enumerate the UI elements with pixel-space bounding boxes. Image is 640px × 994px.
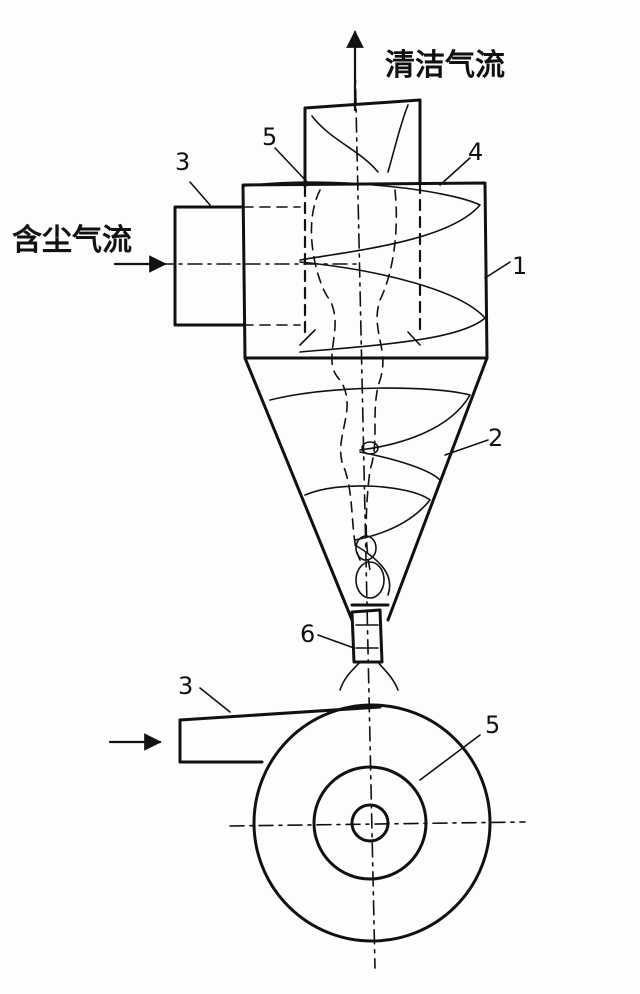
part-number-3: 3 bbox=[175, 148, 190, 176]
part-number-5-plan: 5 bbox=[485, 711, 500, 739]
clean-airflow-label: 清洁气流 bbox=[385, 48, 505, 83]
dusty-airflow-label: 含尘气流 bbox=[12, 223, 132, 258]
part-number-2: 2 bbox=[488, 424, 503, 452]
plan-view bbox=[178, 703, 526, 943]
vortex-flow-lines bbox=[244, 181, 486, 599]
leader-lines bbox=[189, 147, 511, 781]
cone-body bbox=[243, 356, 489, 622]
part-number-1: 1 bbox=[512, 252, 527, 280]
part-number-4: 4 bbox=[468, 138, 483, 166]
part-number-3-plan: 3 bbox=[178, 672, 193, 700]
part-number-5: 5 bbox=[262, 123, 277, 151]
inlet-duct bbox=[129, 205, 361, 327]
dust-outlet bbox=[339, 608, 399, 691]
outlet-pipe bbox=[303, 98, 422, 334]
part-number-6: 6 bbox=[300, 620, 315, 648]
vertical-centerline bbox=[354, 59, 376, 969]
